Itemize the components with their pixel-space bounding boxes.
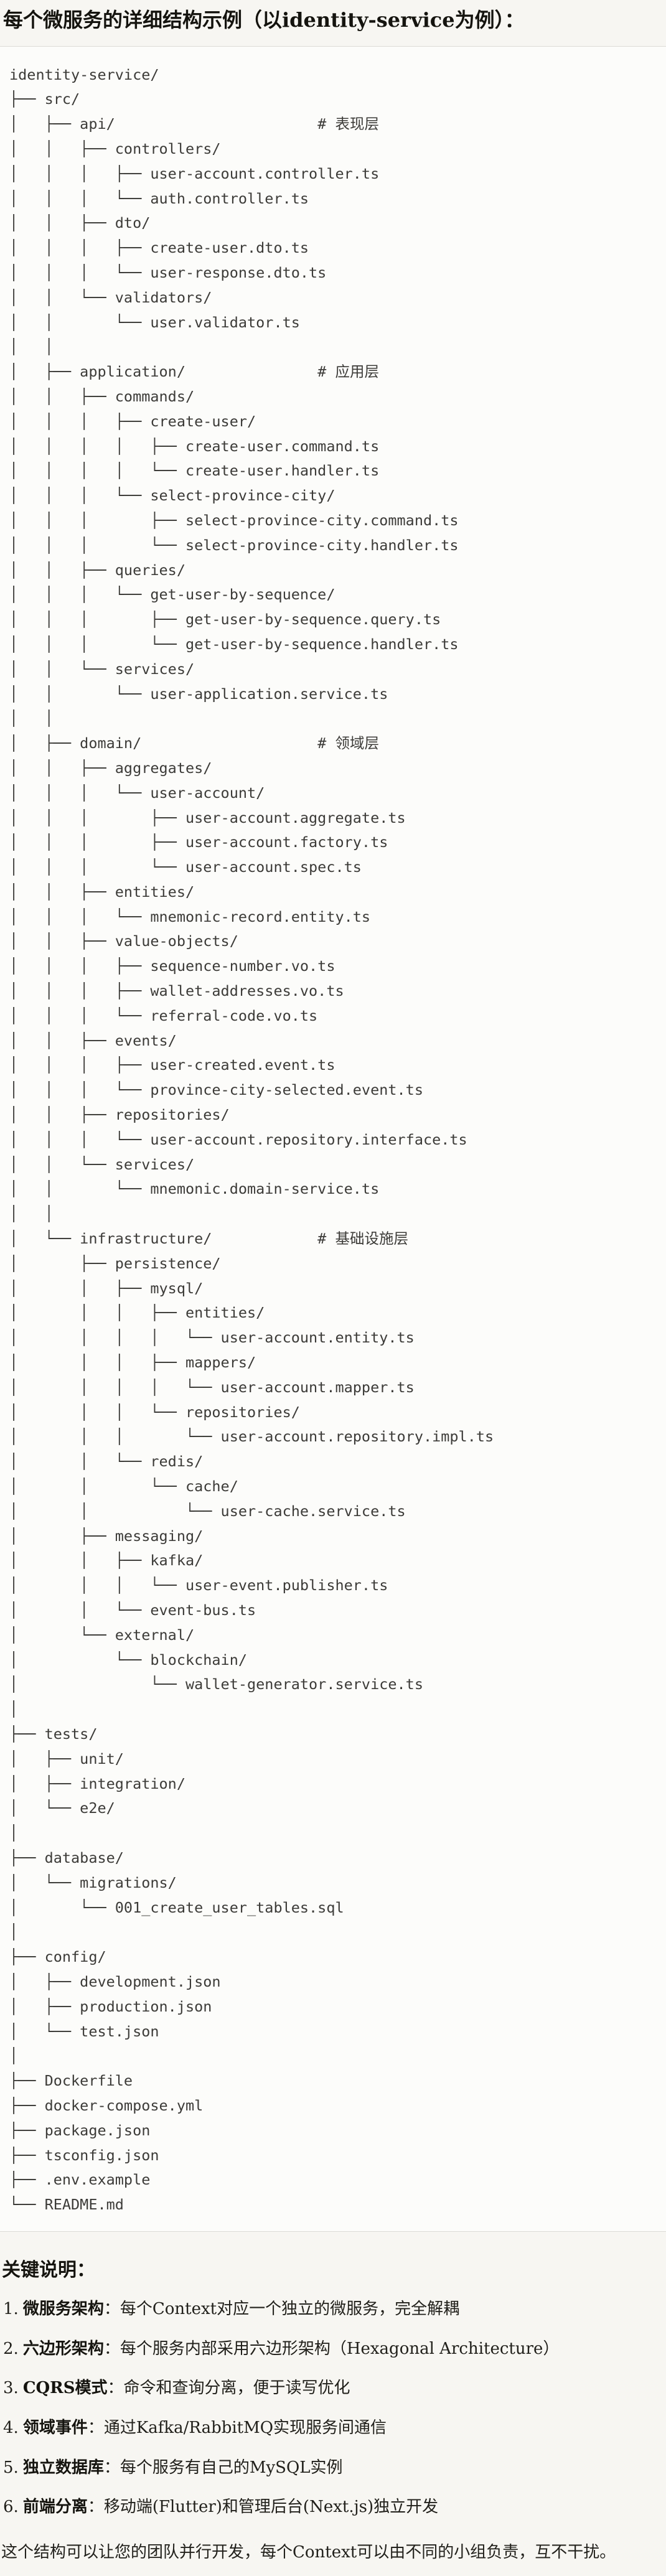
page-title: 每个微服务的详细结构示例（以identity-service为例）： [3, 8, 525, 32]
key-note-item-4: 4.领域事件：通过Kafka/RabbitMQ实现服务间通信 [3, 2417, 666, 2440]
note-label: 领域事件 [22, 2418, 88, 2437]
note-label: CQRS模式 [22, 2379, 108, 2398]
note-text: ：每个Context对应一个独立的微服务，完全解耦 [103, 2299, 460, 2318]
key-note-item-2: 2.六边形架构：每个服务内部采用六边形架构（Hexagonal Architec… [3, 2338, 666, 2361]
key-note-item-5: 5.独立数据库：每个服务有自己的MySQL实例 [3, 2457, 666, 2480]
key-note-item-6: 6.前端分离：移动端(Flutter)和管理后台(Next.js)独立开发 [3, 2496, 666, 2519]
key-notes-list: 1.微服务架构：每个Context对应一个独立的微服务，完全解耦 2.六边形架构… [0, 2298, 666, 2519]
key-note-item-1: 1.微服务架构：每个Context对应一个独立的微服务，完全解耦 [3, 2298, 666, 2321]
note-text: ：每个服务有自己的MySQL实例 [103, 2458, 343, 2477]
note-text: ：命令和查询分离，便于读写优化 [107, 2379, 350, 2398]
code-block: identity-service/ ├── src/ │ ├── api/ # … [0, 45, 666, 2232]
note-number: 6. [3, 2498, 19, 2517]
key-note-item-3: 3.CQRS模式：命令和查询分离，便于读写优化 [3, 2377, 666, 2400]
note-label: 前端分离 [22, 2498, 88, 2517]
note-label: 微服务架构 [22, 2299, 104, 2318]
note-label: 六边形架构 [22, 2339, 104, 2358]
document-page: 每个微服务的详细结构示例（以identity-service为例）： ident… [0, 7, 666, 2565]
key-notes-heading: 关键说明： [2, 2259, 95, 2281]
closing-paragraph: 这个结构可以让您的团队并行开发，每个Context可以由不同的小组负责，互不干扰… [1, 2543, 616, 2562]
note-number: 4. [3, 2418, 19, 2437]
note-text: ：移动端(Flutter)和管理后台(Next.js)独立开发 [87, 2498, 439, 2517]
directory-tree: identity-service/ ├── src/ │ ├── api/ # … [9, 65, 494, 2214]
note-label: 独立数据库 [22, 2458, 104, 2477]
note-number: 5. [3, 2458, 19, 2477]
note-text: ：每个服务内部采用六边形架构（Hexagonal Architecture） [103, 2339, 560, 2358]
note-text: ：通过Kafka/RabbitMQ实现服务间通信 [87, 2418, 387, 2437]
note-number: 3. [3, 2379, 19, 2398]
note-number: 2. [3, 2339, 19, 2358]
note-number: 1. [3, 2299, 19, 2318]
